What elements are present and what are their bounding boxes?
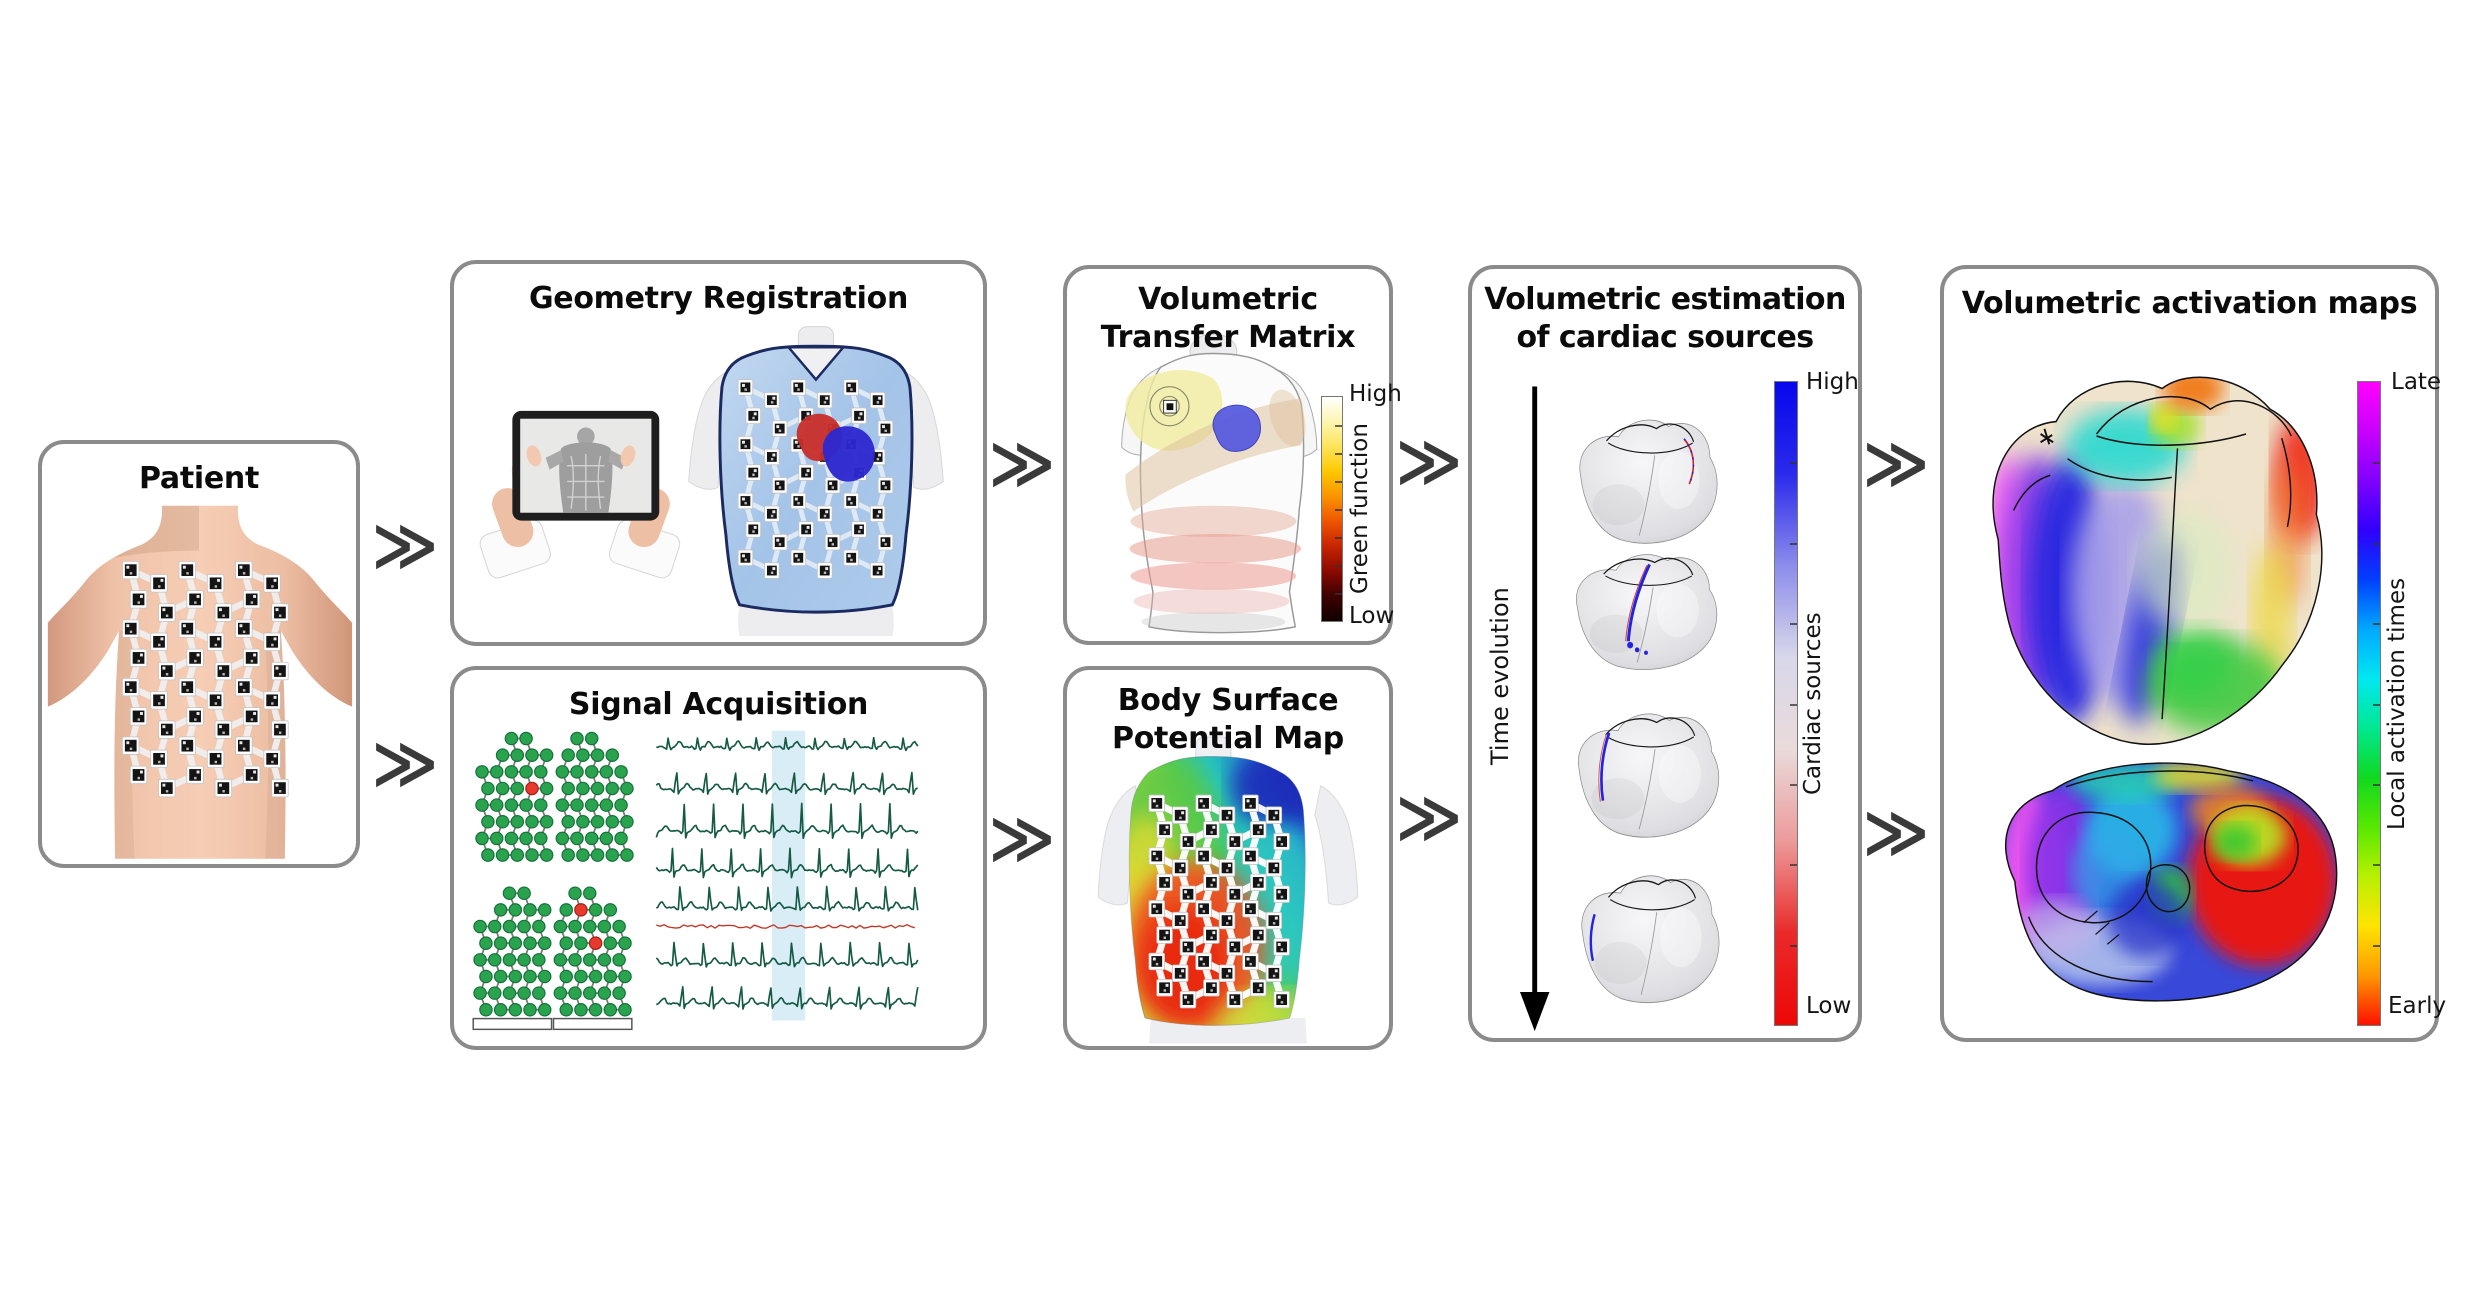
patient-box: Patient xyxy=(38,440,360,868)
green-function-low-label: Low xyxy=(1349,603,1395,629)
heart-source-blob xyxy=(1212,404,1261,452)
green-function-axis-label: Green function xyxy=(1347,423,1373,595)
v-neck xyxy=(785,346,847,382)
activation-late-label: Late xyxy=(2391,369,2442,395)
activation-maps-illustration xyxy=(1992,376,2338,1002)
activation-times-colorbar xyxy=(2357,381,2381,1026)
bspm-electrode-harness xyxy=(1148,794,1290,1009)
signal-acquisition-title: Signal Acquisition xyxy=(568,687,869,722)
transfer-matrix-torso-illustration xyxy=(1121,333,1318,634)
cardiac-sources-illustration xyxy=(1520,386,1720,1032)
volumetric-activation-maps-title: Volumetric activation maps xyxy=(1961,286,2418,321)
flow-arrow: ≫ xyxy=(1395,781,1463,855)
patient-torso xyxy=(47,505,353,859)
volumetric-transfer-matrix-box: Volumetric Transfer Matrix xyxy=(1063,265,1402,645)
scanned-back-figure xyxy=(545,427,626,513)
volumetric-transfer-matrix-title: Volumetric Transfer Matrix xyxy=(1067,281,1389,358)
cardiac-sources-low-label: Low xyxy=(1806,993,1852,1019)
tablet-scan xyxy=(479,410,681,579)
heart-timepoint-3 xyxy=(1577,713,1720,838)
activation-times-axis-label: Local activation times xyxy=(2384,577,2410,831)
activation-heart-long-axis xyxy=(1992,376,2323,745)
geometry-registration-title: Geometry Registration xyxy=(528,281,909,316)
time-evolution-label: Time evolution xyxy=(1486,587,1514,765)
activation-early-label: Early xyxy=(2388,993,2447,1019)
green-function-contours xyxy=(1125,370,1306,632)
volumetric-activation-maps-box: Volumetric activation maps xyxy=(1940,265,2446,1042)
heart-contour-lines xyxy=(1992,376,2323,745)
title-line2: Potential Map xyxy=(1112,721,1344,757)
short-axis-contours xyxy=(2004,762,2338,1002)
title-line1: Volumetric xyxy=(1138,282,1318,317)
activation-heart-short-axis xyxy=(2004,762,2338,1002)
green-function-colorbar xyxy=(1321,396,1343,622)
heart-timepoint-4 xyxy=(1581,875,1720,1004)
title-line2: of cardiac sources xyxy=(1516,320,1815,356)
geometry-registration-illustration xyxy=(479,326,944,637)
flow-arrow: ≫ xyxy=(1395,425,1463,499)
signal-acquisition-illustration xyxy=(472,730,919,1031)
title-line1: Volumetric estimation xyxy=(1484,282,1846,317)
patient-electrode-harness xyxy=(122,560,289,798)
flow-arrow: ≫ xyxy=(1862,796,1930,870)
cardiac-sources-colorbar xyxy=(1774,381,1798,1026)
ecg-traces xyxy=(655,730,919,1021)
cardiac-sources-axis-label: Cardiac sources xyxy=(1800,612,1826,796)
heart-timepoint-2 xyxy=(1575,553,1718,671)
cardiac-sources-high-label: High xyxy=(1806,369,1859,395)
flow-arrow: ≫ xyxy=(1862,427,1930,501)
title-line1: Body Surface xyxy=(1117,683,1339,718)
green-function-high-label: High xyxy=(1349,381,1402,407)
potential-map-vest xyxy=(1128,756,1306,1026)
signal-acquisition-box: Signal Acquisition xyxy=(450,666,987,1050)
patient-torso-illustration xyxy=(47,505,353,859)
time-evolution-arrow xyxy=(1520,386,1550,1032)
vest-electrode-harness xyxy=(737,379,894,579)
body-surface-potential-map-box: Body Surface Potential Map xyxy=(1063,666,1393,1050)
title-line2: Transfer Matrix xyxy=(1100,320,1356,356)
volumetric-estimation-title: Volumetric estimation of cardiac sources xyxy=(1472,281,1858,358)
flow-arrow: ≫ xyxy=(988,427,1056,501)
bspm-torso-illustration xyxy=(1097,736,1359,1044)
volumetric-estimation-box: Volumetric estimation of cardiac sources xyxy=(1468,265,1862,1042)
bspm-title: Body Surface Potential Map xyxy=(1067,682,1389,759)
heart-blue-blob xyxy=(822,426,875,482)
flow-arrow: ≫ xyxy=(371,509,439,583)
heart-timepoint-1 xyxy=(1579,419,1718,544)
registered-vest-torso xyxy=(688,326,944,637)
geometry-registration-box: Geometry Registration xyxy=(450,260,987,646)
flow-arrow: ≫ xyxy=(988,802,1056,876)
electrode-layout-diagrams xyxy=(472,731,634,1031)
contour-torso xyxy=(1121,333,1318,634)
flow-arrow: ≫ xyxy=(371,727,439,801)
patient-title: Patient xyxy=(139,461,259,496)
